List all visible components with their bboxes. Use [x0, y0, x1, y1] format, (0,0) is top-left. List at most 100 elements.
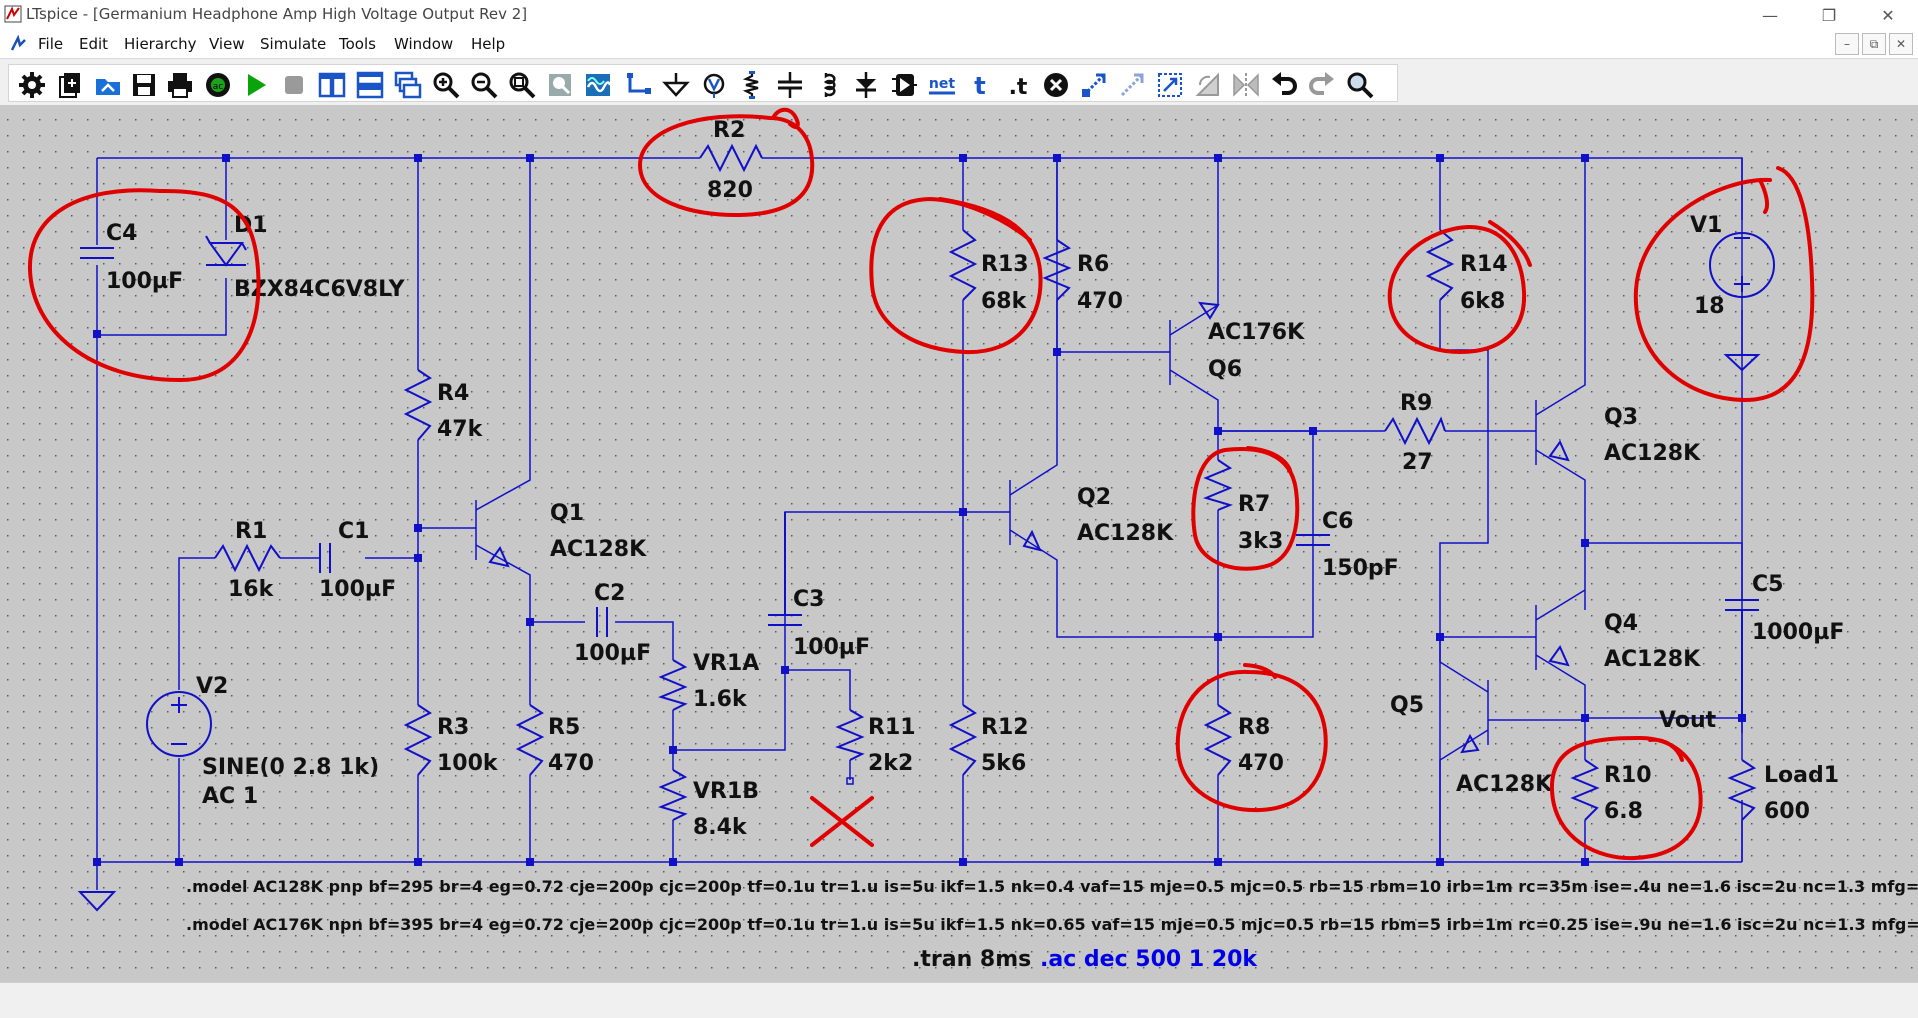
document-icon[interactable]	[8, 34, 28, 54]
zoom-fit-icon[interactable]	[508, 71, 536, 99]
annotation-circle-r8	[1175, 663, 1328, 813]
vr1a-name: VR1A	[693, 651, 759, 676]
zoom-out-icon[interactable]	[470, 71, 498, 99]
r11-name: R11	[868, 715, 916, 740]
move-icon[interactable]	[1118, 71, 1146, 99]
c2-name: C2	[594, 581, 625, 606]
close-button[interactable]: ✕	[1881, 5, 1895, 25]
resistor-icon[interactable]	[738, 71, 766, 99]
q5-name: Q5	[1390, 693, 1424, 718]
window-title: LTspice - [Germanium Headphone Amp High …	[26, 5, 528, 23]
red-annotations	[27, 107, 1815, 861]
r5-name: R5	[548, 715, 580, 740]
schematic-canvas[interactable]: C4 100µF D1 BZX84C6V8LY R2 820 R13 68k R…	[0, 106, 1918, 982]
menu-tools[interactable]: Tools	[339, 35, 376, 53]
minimize-button[interactable]: —	[1762, 5, 1778, 25]
c4-value: 100µF	[106, 269, 183, 294]
ac-directive: .ac dec 500 1 20k	[1040, 947, 1258, 972]
r10-name: R10	[1604, 763, 1652, 788]
menu-window[interactable]: Window	[394, 35, 454, 53]
tile-vertical-icon[interactable]	[318, 71, 346, 99]
r12-name: R12	[981, 715, 1029, 740]
annotation-circle-c4-d1	[27, 188, 261, 383]
svg-text:.t: .t	[1009, 75, 1028, 99]
r7-value: 3k3	[1238, 529, 1283, 554]
capacitor-icon[interactable]	[776, 71, 804, 99]
spice-directive-icon[interactable]: .t	[1004, 71, 1032, 99]
menu-view[interactable]: View	[209, 35, 245, 53]
svg-text:net: net	[929, 76, 955, 92]
r14-value: 6k8	[1460, 289, 1505, 314]
c6-value: 150pF	[1322, 556, 1399, 581]
mirror-icon[interactable]	[1232, 71, 1260, 99]
undo-icon[interactable]	[1270, 71, 1298, 99]
drag-icon[interactable]	[1156, 71, 1184, 99]
c6-name: C6	[1322, 509, 1353, 534]
load1-name: Load1	[1764, 763, 1839, 788]
autorange-icon[interactable]	[584, 71, 612, 99]
zoom-in-icon[interactable]	[432, 71, 460, 99]
label-net-icon[interactable]	[700, 71, 728, 99]
find-icon[interactable]	[1346, 71, 1374, 99]
r10-value: 6.8	[1604, 799, 1643, 824]
v2-value1: SINE(0 2.8 1k)	[202, 755, 379, 780]
halt-icon[interactable]	[280, 71, 308, 99]
restore-button[interactable]: ❐	[1821, 5, 1837, 25]
open-icon[interactable]	[94, 71, 122, 99]
schematic-drawing[interactable]: C4 100µF D1 BZX84C6V8LY R2 820 R13 68k R…	[0, 106, 1918, 982]
ground-icon[interactable]	[662, 71, 690, 99]
status-bar	[0, 982, 1918, 1018]
annotation-circle-r14	[1387, 220, 1532, 355]
r8-value: 470	[1238, 751, 1284, 776]
r7-name: R7	[1238, 492, 1270, 517]
zoom-back-icon[interactable]	[546, 71, 574, 99]
resistor-symbols	[214, 143, 1757, 821]
menu-hierarchy[interactable]: Hierarchy	[124, 35, 197, 53]
r2-name: R2	[713, 118, 745, 143]
mdi-minimize-button[interactable]: –	[1835, 33, 1859, 55]
delete-icon[interactable]	[1042, 71, 1070, 99]
r9-name: R9	[1400, 391, 1432, 416]
wire-icon[interactable]	[624, 71, 652, 99]
run-icon[interactable]	[242, 71, 270, 99]
save-icon[interactable]	[130, 71, 158, 99]
menu-help[interactable]: Help	[471, 35, 506, 53]
menu-simulate[interactable]: Simulate	[260, 35, 327, 53]
tile-horizontal-icon[interactable]	[356, 71, 384, 99]
rotate-icon[interactable]	[1194, 71, 1222, 99]
gear-icon[interactable]	[18, 71, 46, 99]
text-icon[interactable]: t	[966, 71, 994, 99]
menu-edit[interactable]: Edit	[79, 35, 109, 53]
wires	[96, 157, 1743, 890]
component-icon[interactable]	[890, 71, 918, 99]
c5-name: C5	[1752, 572, 1783, 597]
svg-text:ac: ac	[213, 82, 224, 92]
menu-file[interactable]: File	[38, 35, 64, 53]
r13-value: 68k	[981, 289, 1028, 314]
q1-model: AC128K	[550, 537, 647, 562]
diode-icon[interactable]	[852, 71, 880, 99]
c1-value: 100µF	[319, 577, 396, 602]
q2-name: Q2	[1077, 485, 1111, 510]
q4-model: AC128K	[1604, 647, 1701, 672]
open-terminal	[846, 777, 854, 785]
vout-net-label: Vout	[1659, 708, 1717, 733]
control-panel-icon[interactable]: ac	[204, 71, 232, 99]
duplicate-icon[interactable]	[1080, 71, 1108, 99]
ltspice-app-icon[interactable]	[4, 5, 22, 23]
title-bar: LTspice - [Germanium Headphone Amp High …	[0, 0, 1918, 30]
redo-icon[interactable]	[1308, 71, 1336, 99]
vr1b-value: 8.4k	[693, 815, 748, 840]
q6-model: AC176K	[1208, 320, 1305, 345]
cascade-icon[interactable]	[394, 71, 422, 99]
vr1a-value: 1.6k	[693, 687, 748, 712]
inductor-icon[interactable]	[814, 71, 842, 99]
c4-name: C4	[106, 221, 137, 246]
new-schematic-icon[interactable]	[56, 71, 84, 99]
mdi-close-button[interactable]: ✕	[1889, 33, 1913, 55]
print-icon[interactable]	[166, 71, 194, 99]
mdi-restore-button[interactable]: ⧉	[1862, 33, 1886, 55]
netlist-icon[interactable]: net	[928, 71, 956, 99]
r2-value: 820	[707, 178, 753, 203]
c3-name: C3	[793, 587, 824, 612]
